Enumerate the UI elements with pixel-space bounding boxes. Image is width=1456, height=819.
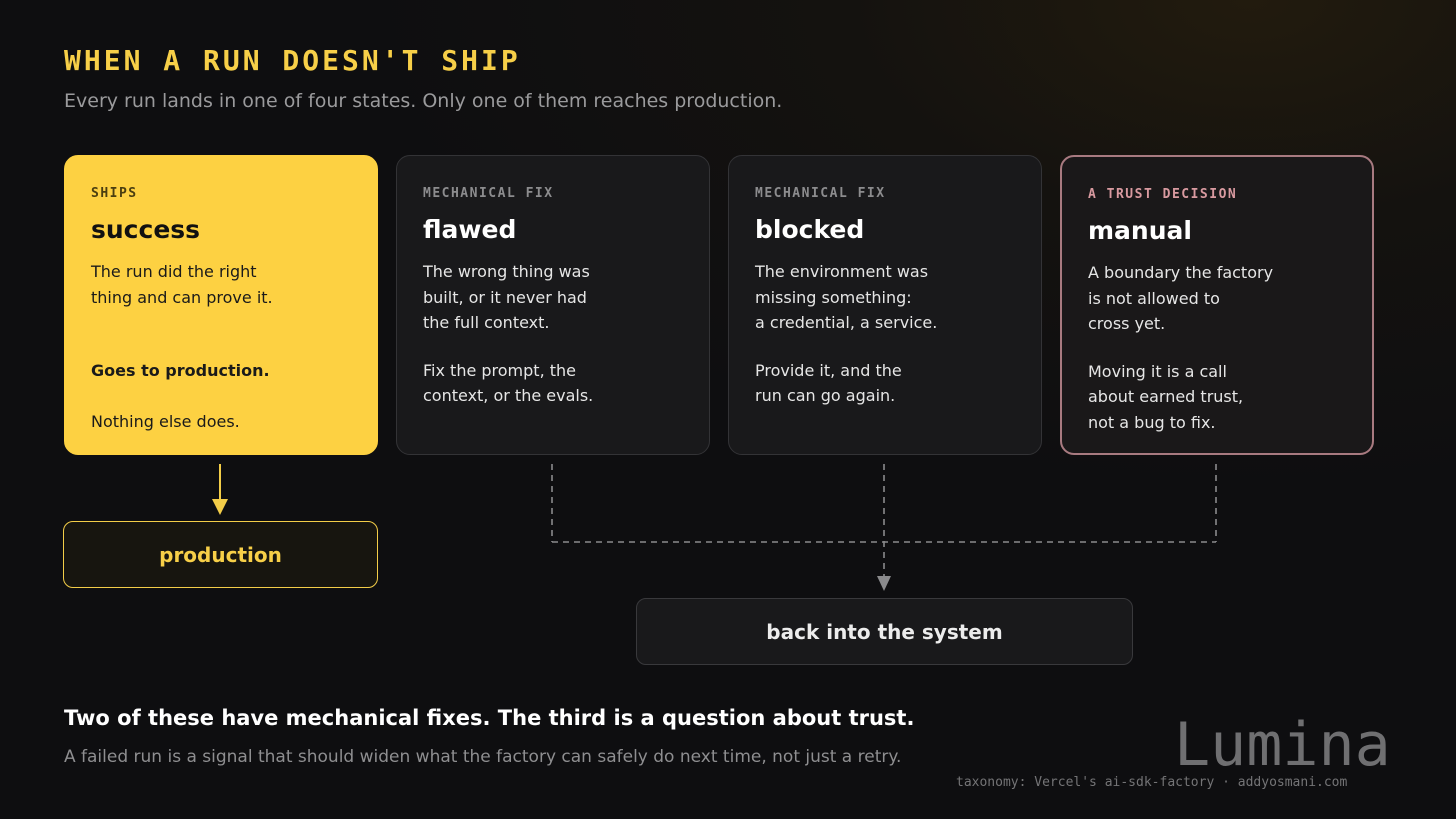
source-credit: taxonomy: Vercel's ai-sdk-factory · addy… <box>956 775 1348 790</box>
card-outcome-strong: Goes to production. <box>91 360 270 380</box>
page-subtitle: Every run lands in one of four states. O… <box>64 90 783 112</box>
card-manual: A TRUST DECISION manual A boundary the f… <box>1060 155 1374 455</box>
card-remedy: Provide it, and the run can go again. <box>755 360 902 406</box>
card-state-title: success <box>91 215 201 244</box>
back-into-system-target: back into the system <box>636 598 1133 665</box>
card-description: The run did the right thing and can prov… <box>91 262 273 307</box>
card-description: A boundary the factory is not allowed to… <box>1088 263 1274 333</box>
production-target: production <box>63 521 378 588</box>
card-eyebrow: MECHANICAL FIX <box>755 186 886 201</box>
card-success: SHIPS success The run did the right thin… <box>64 155 378 455</box>
card-remedy: Fix the prompt, the context, or the eval… <box>423 360 594 406</box>
card-eyebrow: MECHANICAL FIX <box>423 186 554 201</box>
brand-wordmark: Lumina <box>1174 710 1391 780</box>
card-outcome: Goes to production. Nothing else does. <box>91 332 351 460</box>
card-description: The wrong thing was built, or it never h… <box>423 262 590 332</box>
card-outcome-note: Nothing else does. <box>91 411 240 431</box>
card-state-title: blocked <box>755 215 865 244</box>
card-blocked: MECHANICAL FIX blocked The environment w… <box>728 155 1042 455</box>
card-flawed: MECHANICAL FIX flawed The wrong thing wa… <box>396 155 710 455</box>
card-state-title: manual <box>1088 216 1192 245</box>
card-eyebrow: SHIPS <box>91 186 138 201</box>
page-title: WHEN A RUN DOESN'T SHIP <box>64 44 521 77</box>
dashed-return-connector <box>551 464 1217 576</box>
arrow-to-system <box>877 576 891 591</box>
card-eyebrow: A TRUST DECISION <box>1088 187 1238 202</box>
footer-lead: Two of these have mechanical fixes. The … <box>64 706 915 730</box>
arrow-to-production <box>212 464 228 515</box>
card-state-title: flawed <box>423 215 517 244</box>
footer-subtext: A failed run is a signal that should wid… <box>64 747 902 767</box>
card-remedy: Moving it is a call about earned trust, … <box>1088 361 1244 432</box>
card-description: The environment was missing something: a… <box>755 262 938 332</box>
